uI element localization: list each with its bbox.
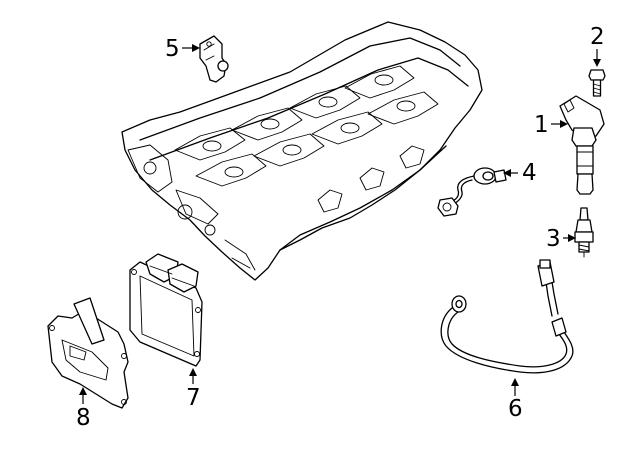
callout-7: 7 [186,368,201,411]
callout-6: 6 [508,378,523,422]
callout-3: 3 [546,226,576,252]
callout-1: 1 [534,112,568,138]
callout-label-2: 2 [590,24,605,50]
callout-5: 5 [165,36,200,62]
wiring-harness [440,259,574,374]
callout-label-8: 8 [76,405,91,431]
callout-label-4: 4 [522,160,537,186]
engine-control-unit [129,253,203,367]
ignition-coil [559,95,605,195]
sensor-with-lead [437,167,507,217]
callout-label-3: 3 [546,226,561,252]
callout-label-5: 5 [165,36,180,62]
spark-plug [574,207,594,258]
callout-label-7: 7 [186,385,201,411]
cylinder-head [121,21,483,281]
ecu-bracket [47,297,129,409]
callout-4: 4 [503,160,537,186]
callout-label-1: 1 [534,112,549,138]
callout-8: 8 [76,387,91,431]
camshaft-position-sensor [199,35,229,83]
callout-2: 2 [590,24,605,67]
callout-label-6: 6 [508,396,523,422]
bolt [588,69,606,97]
